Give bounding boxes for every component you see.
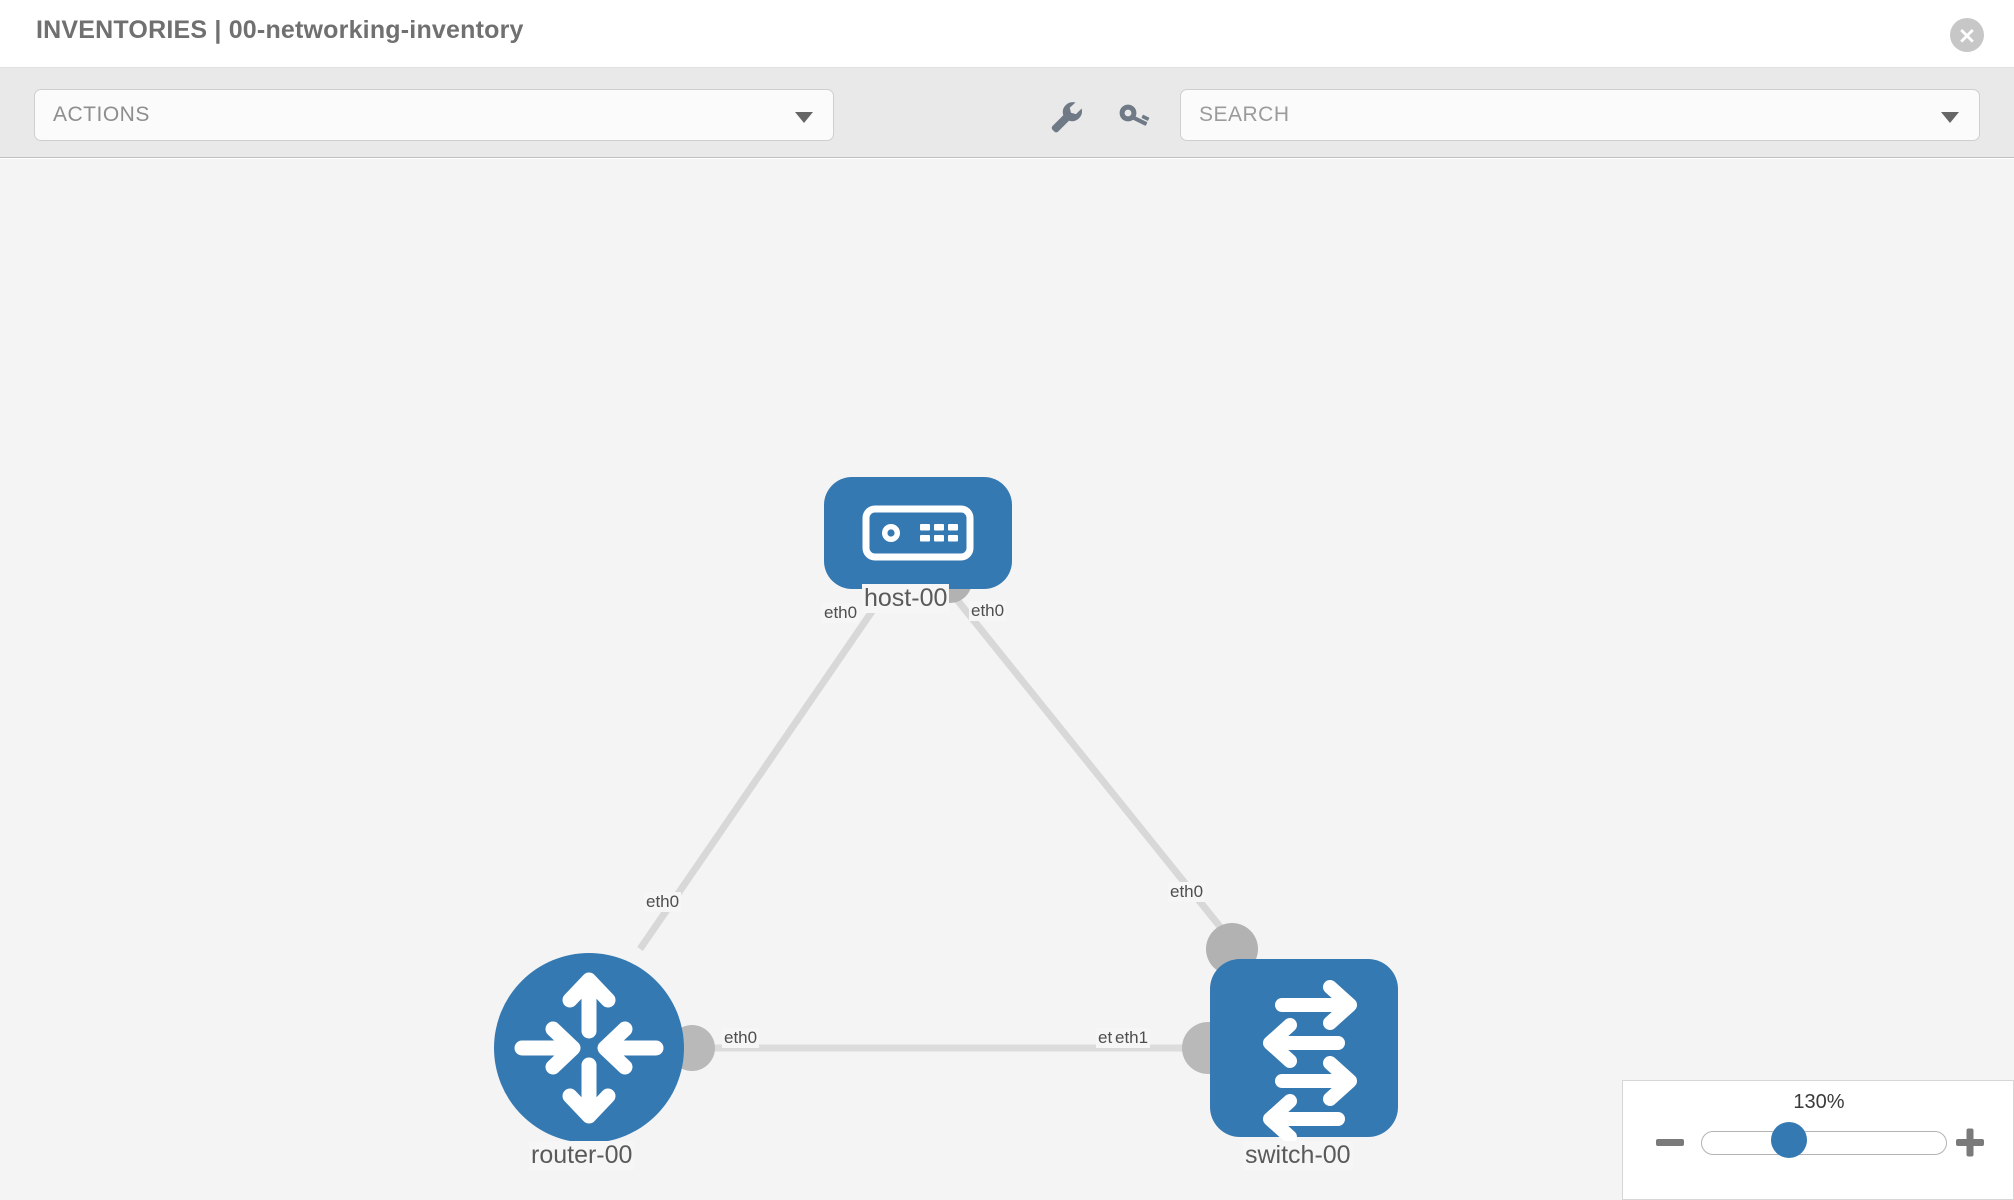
page-title: INVENTORIES | 00-networking-inventory — [36, 16, 524, 44]
plus-icon[interactable] — [1953, 1125, 1987, 1159]
search-placeholder: SEARCH — [1199, 103, 1290, 126]
zoom-slider-thumb[interactable] — [1771, 1122, 1807, 1158]
interface-label-router00-eth0: eth0 — [722, 1028, 760, 1048]
node-router-00 — [494, 953, 684, 1143]
node-label-host-00: host-00 — [862, 584, 950, 613]
node-switch-00 — [1210, 959, 1398, 1144]
toolbar: ACTIONS SEARCH — [0, 68, 2014, 158]
node-host-00 — [824, 477, 1012, 589]
interface-label-host00-left: eth0 — [822, 603, 860, 623]
interface-label-switch00-uplink: eth0 — [1168, 882, 1206, 902]
actions-dropdown-label: ACTIONS — [53, 103, 150, 126]
close-icon[interactable] — [1950, 18, 1984, 52]
minus-icon[interactable] — [1653, 1125, 1687, 1159]
interface-label-host00-right: eth0 — [969, 601, 1007, 621]
link-host00-router00 — [637, 589, 889, 951]
node-label-router-00: router-00 — [529, 1141, 635, 1170]
wrench-icon[interactable] — [1045, 96, 1085, 136]
topology-links — [637, 588, 1241, 1052]
chevron-down-icon[interactable] — [1941, 112, 1959, 123]
node-label-switch-00: switch-00 — [1243, 1141, 1353, 1170]
topology-canvas[interactable]: eth0 eth0 host-00 eth0 eth0 eth0 eth0 et… — [0, 159, 2014, 1200]
key-icon[interactable] — [1113, 96, 1153, 136]
topology-graph — [494, 477, 1398, 1144]
page-header: INVENTORIES | 00-networking-inventory — [0, 0, 2014, 68]
chevron-down-icon — [795, 112, 813, 123]
interface-label-router00-uplink: eth0 — [644, 892, 682, 912]
zoom-control-panel: 130% — [1622, 1080, 2014, 1200]
zoom-level-value: 130% — [1793, 1091, 1845, 1113]
zoom-slider-track[interactable] — [1701, 1131, 1947, 1155]
search-input[interactable]: SEARCH — [1180, 89, 1980, 141]
interface-label-switch00-eth1: eth1 — [1113, 1028, 1151, 1048]
actions-dropdown[interactable]: ACTIONS — [34, 89, 834, 141]
